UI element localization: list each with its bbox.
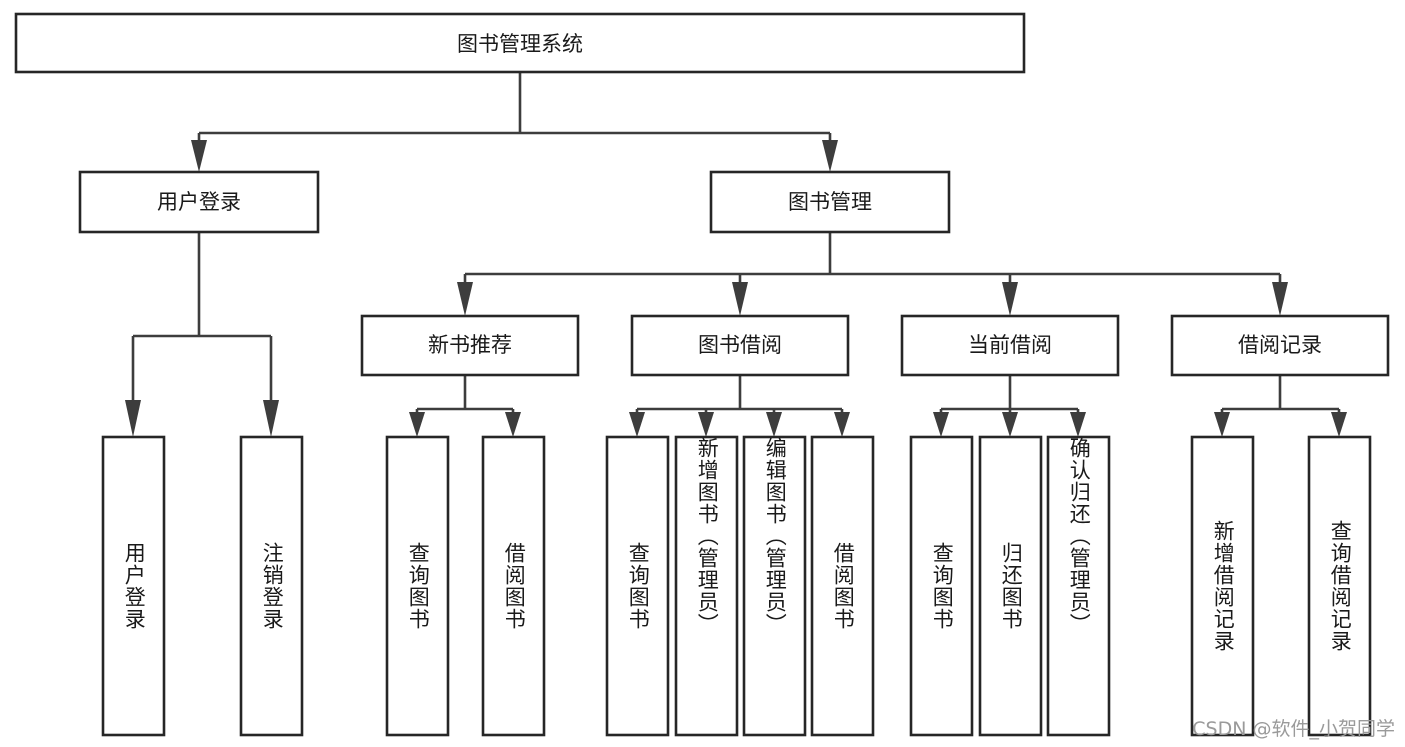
node-root-label: 图书管理系统 [457,32,583,56]
node-book-management-label: 图书管理 [788,190,872,214]
node-book-borrow-label: 图书借阅 [698,333,782,357]
leaf-box-query-record[interactable] [1307,435,1372,737]
connector-root-to-level2 [191,72,838,172]
leaf-box-query-book-2[interactable] [605,435,670,737]
leaf-box-query-book-1[interactable] [385,435,450,737]
watermark-text: CSDN @软件_小贺同学 [1192,718,1395,740]
connector-current-to-leaves [933,375,1086,437]
leaf-box-edit-book-admin[interactable] [742,435,807,737]
leaf-box-logout[interactable] [239,435,304,737]
node-user-login-label: 用户登录 [157,190,241,214]
connector-borrow-to-leaves [629,375,850,437]
connector-userlogin-to-leaves [125,232,279,437]
node-user-login[interactable]: 用户登录 [78,170,320,234]
leaf-box-confirm-return-admin[interactable] [1046,435,1111,737]
node-book-borrow[interactable]: 图书借阅 [630,314,850,377]
connector-bookmgmt-to-level3 [457,232,1288,316]
leaf-box-query-book-3[interactable] [909,435,974,737]
leaf-box-add-book-admin[interactable] [674,435,739,737]
node-current-borrow[interactable]: 当前借阅 [900,314,1120,377]
node-current-borrow-label: 当前借阅 [968,333,1052,357]
connector-records-to-leaves [1214,375,1347,437]
node-borrow-records-label: 借阅记录 [1238,333,1322,357]
leaf-box-return-book[interactable] [978,435,1043,737]
node-borrow-records[interactable]: 借阅记录 [1170,314,1390,377]
connector-newbook-to-leaves [409,375,521,437]
leaf-box-user-login[interactable] [101,435,166,737]
node-new-book-recommend-label: 新书推荐 [428,333,512,357]
node-book-management[interactable]: 图书管理 [709,170,951,234]
leaf-box-add-record[interactable] [1190,435,1255,737]
leaf-box-borrow-book-2[interactable] [810,435,875,737]
leaf-box-borrow-book-1[interactable] [481,435,546,737]
node-new-book-recommend[interactable]: 新书推荐 [360,314,580,377]
node-root[interactable]: 图书管理系统 [14,12,1026,74]
